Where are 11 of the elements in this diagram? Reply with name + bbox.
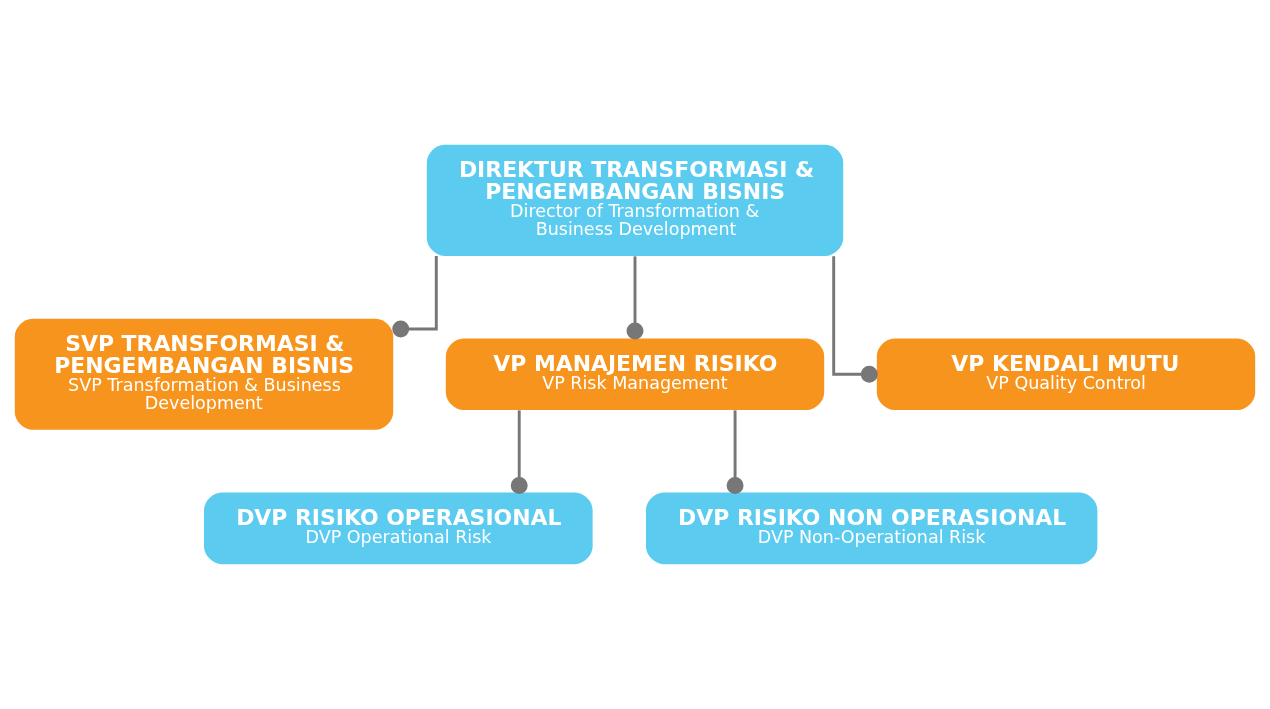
node-box: DVP RISIKO OPERASIONAL DVP Operational Risk (204, 492, 593, 565)
node-box: SVP TRANSFORMASI & PENGEMBANGAN BISNIS SVP Transformation & Business Development (14, 318, 394, 430)
connector (832, 256, 878, 383)
node-box: DIREKTUR TRANSFORMASI & PENGEMBANGAN BISNIS Director of Transformation & Business Development (426, 144, 844, 256)
node-box: VP KENDALI MUTU VP Quality Control (876, 338, 1256, 410)
connector (392, 256, 438, 338)
node-box: DVP RISIKO NON OPERASIONAL DVP Non-Operational Risk (645, 492, 1098, 565)
connector (626, 256, 644, 340)
node-box: VP MANAJEMEN RISIKO VP Risk Management (445, 338, 825, 410)
connector (726, 410, 744, 494)
connector (510, 410, 528, 494)
